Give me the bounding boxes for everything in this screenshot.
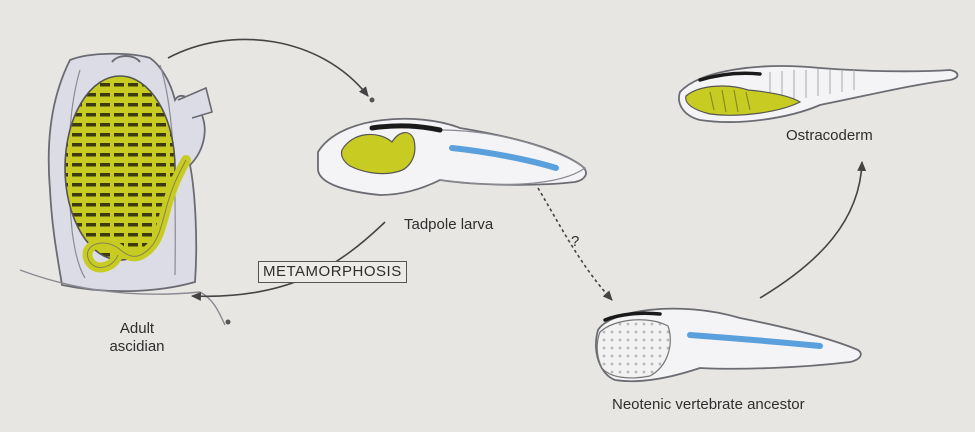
- ostracoderm-figure: [679, 66, 958, 122]
- ostracoderm-label: Ostracoderm: [786, 127, 873, 145]
- tadpole-larva-label: Tadpole larva: [404, 216, 493, 234]
- tadpole-pharynx: [341, 133, 414, 174]
- metamorphosis-label: METAMORPHOSIS: [258, 261, 407, 283]
- adult-ascidian-label: Adult ascidian: [92, 320, 182, 356]
- tadpole-larva-figure: [318, 98, 586, 196]
- adult-label-line1: Adult: [92, 320, 182, 338]
- adult-label-line2: ascidian: [92, 338, 182, 356]
- arrow-neotenic-to-ostracoderm: [760, 162, 862, 298]
- question-mark-label: ?: [571, 233, 579, 251]
- neotenic-ancestor-label: Neotenic vertebrate ancestor: [612, 396, 805, 414]
- neotenic-ancestor-figure: [596, 309, 861, 382]
- tadpole-dot: [370, 98, 375, 103]
- attachment-dot: [226, 320, 231, 325]
- arrow-tadpole-to-adult: [192, 222, 385, 296]
- arrow-adult-to-tadpole: [168, 39, 368, 96]
- adult-ascidian-figure: [20, 54, 231, 325]
- neotenic-pharynx: [597, 320, 670, 378]
